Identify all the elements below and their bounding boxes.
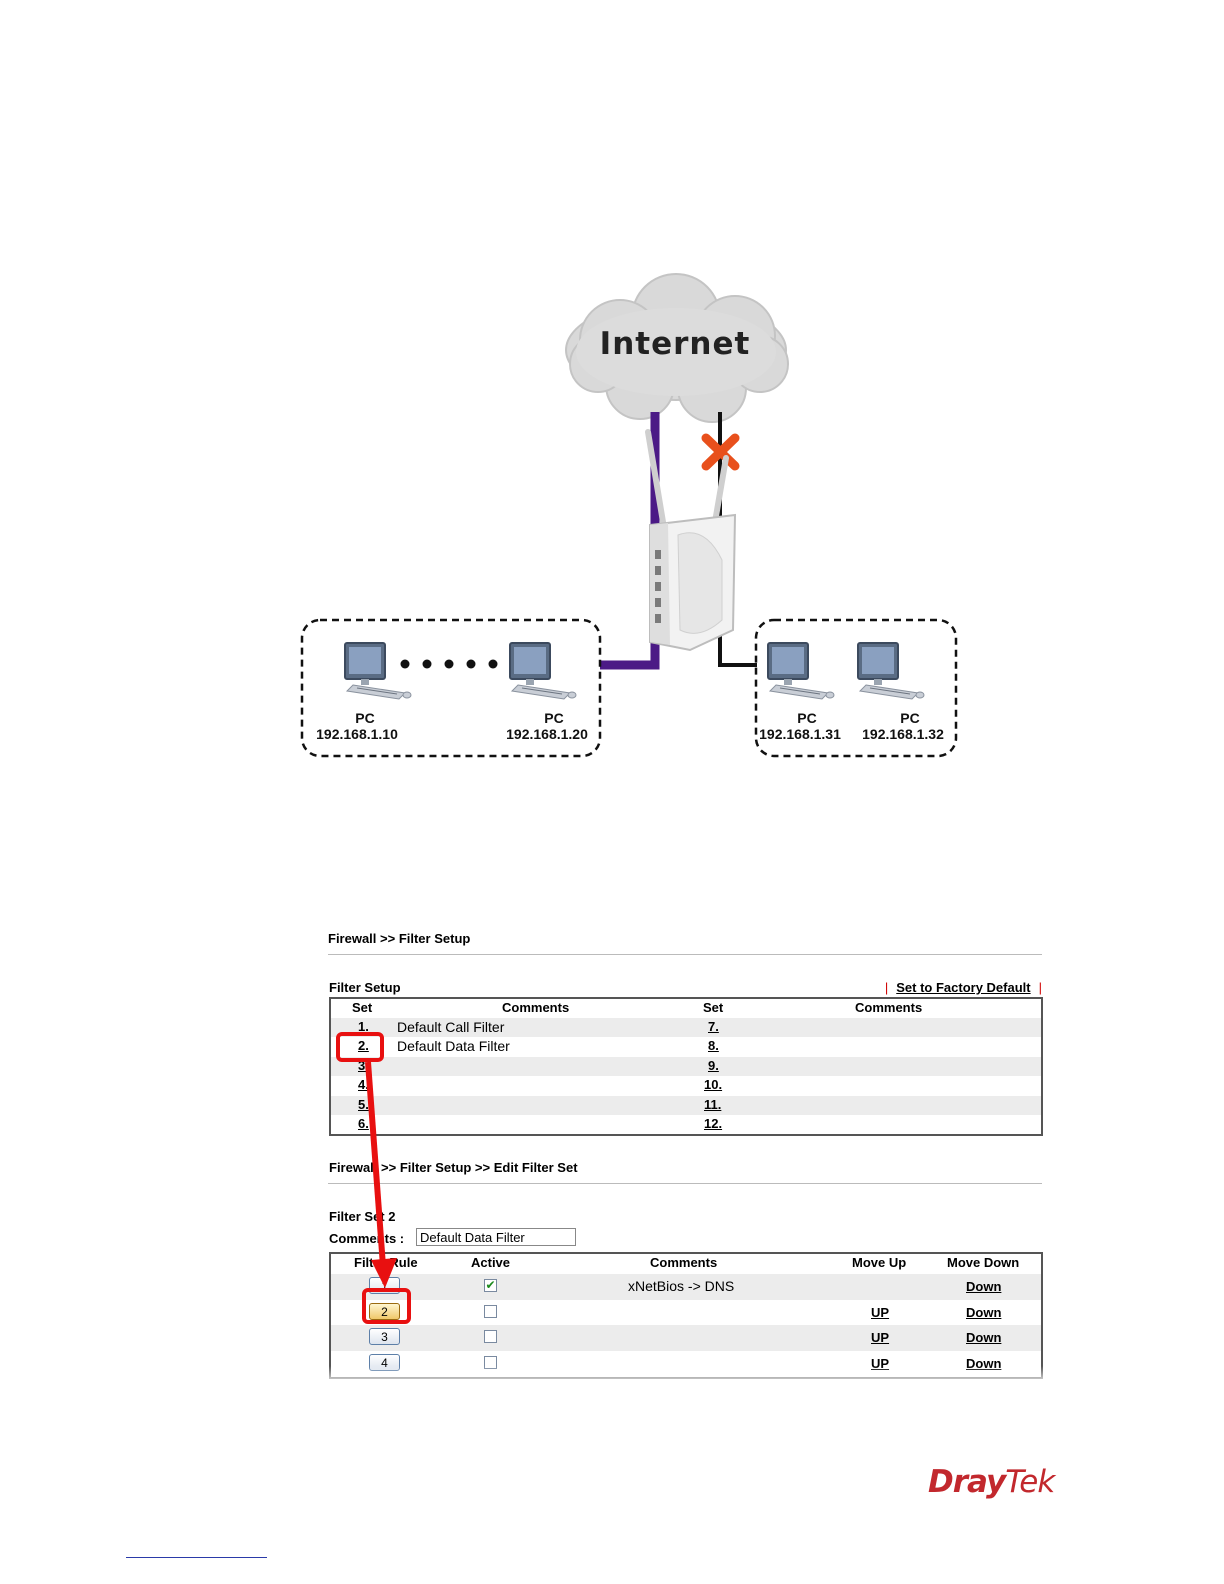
pc-icon <box>857 642 925 700</box>
left-pc-group <box>300 618 602 758</box>
router-icon <box>645 429 737 652</box>
pc-label: PC <box>544 710 564 726</box>
move-up-link[interactable]: UP <box>871 1304 890 1320</box>
move-down-link[interactable]: Down <box>966 1330 1002 1346</box>
col-move-up: Move Up <box>852 1255 907 1270</box>
col-set: Set <box>703 1000 724 1015</box>
divider <box>328 954 1042 955</box>
move-down-link[interactable]: Down <box>966 1279 1002 1294</box>
set-link[interactable]: 5. <box>358 1096 369 1112</box>
filter-rule-button[interactable]: 3 <box>369 1328 400 1346</box>
footer-line <box>126 1557 267 1558</box>
divider <box>328 1183 1042 1184</box>
set-link[interactable]: 8. <box>708 1038 719 1054</box>
active-checkbox[interactable] <box>484 1304 497 1318</box>
factory-default-link[interactable]: Set to Factory Default <box>896 980 1031 995</box>
filter-setup-title: Filter Setup <box>329 980 401 995</box>
ellipsis-dots <box>400 659 498 669</box>
network-diagram: Internet PC 192.168.1.10 PC 192.168.1.20… <box>300 273 958 758</box>
set-link[interactable]: 7. <box>708 1019 719 1034</box>
highlight-box <box>362 1288 411 1324</box>
set-link[interactable]: 10. <box>704 1077 723 1093</box>
table-header: Filter Rule Active Comments Move Up Move… <box>331 1254 1041 1274</box>
col-active: Active <box>471 1255 511 1270</box>
col-move-down: Move Down <box>947 1255 1020 1270</box>
factory-default-area: |Set to Factory Default| <box>884 980 1042 995</box>
right-pc-group <box>754 618 958 758</box>
filter-sets-table: Set Comments Set Comments 1. Default Cal… <box>329 997 1043 1137</box>
arrow-icon <box>365 1061 397 1288</box>
comments-label: Comments : <box>329 1231 405 1246</box>
page-title: Firewall >> Filter Setup <box>328 931 471 946</box>
set-link[interactable]: 2. <box>358 1038 369 1054</box>
filter-rules-table: Filter Rule Active Comments Move Up Move… <box>329 1252 1043 1379</box>
pc-label: PC <box>355 710 375 726</box>
table-row: 1 ✔ xNetBios -> DNS Down <box>331 1274 1041 1300</box>
set-comment: Default Call Filter <box>397 1019 505 1035</box>
set-link[interactable]: 12. <box>704 1115 723 1131</box>
col-comments: Comments <box>855 1000 923 1015</box>
set-link[interactable]: 11. <box>704 1096 722 1112</box>
table-row: 5. 11. <box>331 1095 1041 1115</box>
logo-part: Dray <box>928 1464 1006 1500</box>
logo-part: Tek <box>1005 1464 1055 1500</box>
fade-overlay <box>328 1366 1044 1386</box>
pc-label: PC <box>797 710 817 726</box>
col-comments: Comments <box>502 1000 570 1015</box>
table-row: 2. Default Data Filter 8. <box>331 1037 1041 1056</box>
allowed-link <box>600 412 660 670</box>
table-row: 1. Default Call Filter 7. <box>331 1018 1041 1038</box>
active-checkbox[interactable]: ✔ <box>484 1278 497 1292</box>
rule-comment: xNetBios -> DNS <box>628 1278 735 1294</box>
active-checkbox[interactable] <box>484 1330 497 1344</box>
set-link[interactable]: 4. <box>358 1077 369 1093</box>
filter-setup-screenshot: Firewall >> Filter Setup Filter Setup |S… <box>328 926 1044 1386</box>
blocked-x-icon <box>701 433 740 471</box>
pc-icon <box>344 642 412 700</box>
table-row: 3 UP Down <box>331 1325 1041 1352</box>
pc-ip: 192.168.1.10 <box>316 726 398 742</box>
internet-label: Internet <box>599 326 751 362</box>
pc-ip: 192.168.1.20 <box>506 726 588 742</box>
draytek-logo: DrayTek <box>928 1464 1055 1500</box>
filter-rule-button[interactable]: 2 <box>369 1302 400 1320</box>
col-set: Set <box>352 1000 373 1015</box>
comments-input[interactable] <box>416 1228 576 1246</box>
table-row: 4. 10. <box>331 1076 1041 1095</box>
set-link[interactable]: 9. <box>708 1057 719 1073</box>
pc-ip: 192.168.1.32 <box>862 726 944 742</box>
edit-filter-set-title: Firewall >> Filter Setup >> Edit Filter … <box>329 1160 578 1175</box>
set-comment: Default Data Filter <box>397 1038 510 1055</box>
set-link[interactable]: 3. <box>358 1057 369 1073</box>
pc-ip: 192.168.1.31 <box>759 726 841 742</box>
move-up-link[interactable]: UP <box>871 1330 890 1346</box>
pc-icon <box>767 642 835 700</box>
table-row: 2 UP Down <box>331 1300 1041 1326</box>
table-row: 3. 9. <box>331 1056 1041 1077</box>
set-link[interactable]: 1. <box>358 1019 369 1034</box>
move-down-link[interactable]: Down <box>966 1304 1002 1320</box>
table-row: 6. 12. <box>331 1115 1041 1134</box>
col-comments: Comments <box>650 1255 718 1270</box>
highlight-box <box>336 1032 384 1062</box>
diagram-drawing <box>300 273 958 758</box>
table-header: Set Comments Set Comments <box>331 999 1041 1018</box>
pc-icon <box>509 642 577 700</box>
set-link[interactable]: 6. <box>358 1115 369 1131</box>
pc-label: PC <box>900 710 920 726</box>
